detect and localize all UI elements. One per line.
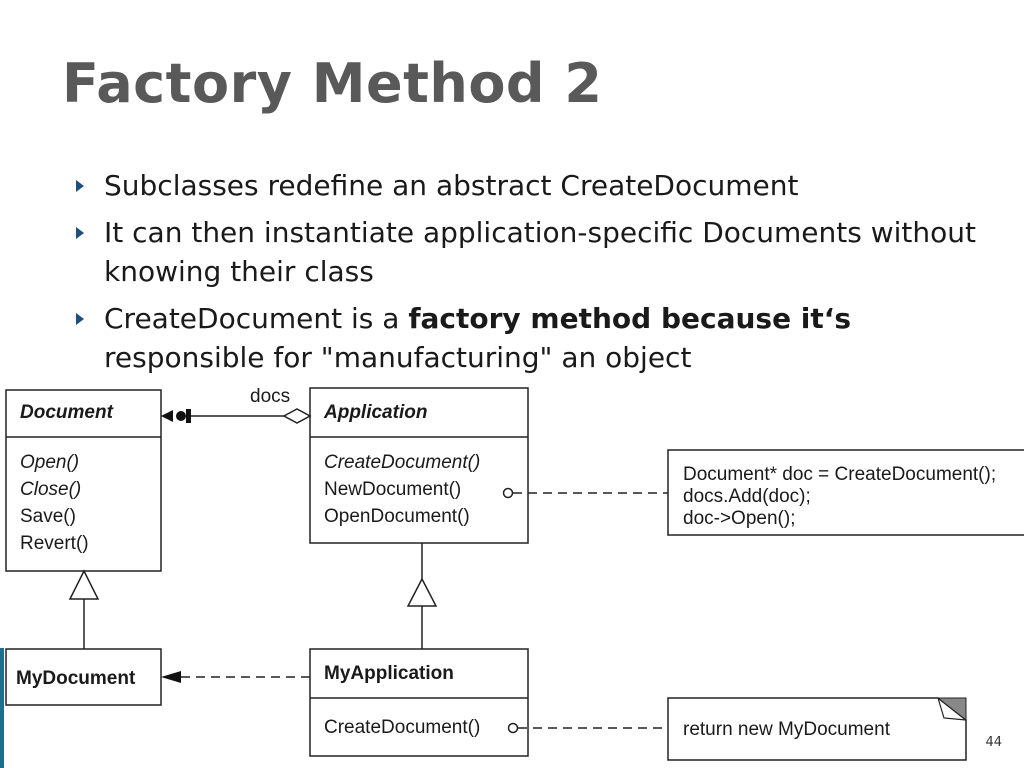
arrowhead-icon bbox=[161, 671, 181, 683]
note-anchor-icon bbox=[507, 722, 519, 734]
mydocument-class: MyDocument bbox=[5, 648, 162, 706]
association-label: docs bbox=[250, 386, 290, 407]
bullet-item: Subclasses redefine an abstract CreateDo… bbox=[74, 166, 1014, 205]
bullet-text-post: responsible for "manufacturing" an objec… bbox=[104, 341, 692, 374]
aggregation-diamond-icon bbox=[282, 408, 312, 424]
bullet-arrow-icon bbox=[76, 180, 84, 192]
note-anchor-icon bbox=[502, 487, 514, 499]
inheritance-triangle-icon bbox=[406, 577, 438, 607]
mydocument-class-name: MyDocument bbox=[16, 668, 136, 689]
bullet-item: CreateDocument is a factory method becau… bbox=[74, 299, 1014, 377]
new-document-note: Document* doc = CreateDocument(); docs.A… bbox=[502, 449, 1024, 536]
bullet-arrow-icon bbox=[76, 313, 84, 325]
bullet-list: Subclasses redefine an abstract CreateDo… bbox=[74, 166, 1014, 385]
bullet-text: Subclasses redefine an abstract CreateDo… bbox=[104, 169, 799, 202]
multiplicity-dot-icon bbox=[176, 411, 186, 421]
document-inheritance bbox=[68, 569, 100, 649]
application-inheritance bbox=[406, 543, 438, 649]
application-class-name: Application bbox=[323, 402, 427, 423]
page-number: 44 bbox=[985, 735, 1002, 750]
slide-title: Factory Method 2 bbox=[62, 52, 603, 115]
inheritance-triangle-icon bbox=[68, 569, 100, 600]
note-code-line: return new MyDocument bbox=[683, 719, 891, 740]
document-class-name: Document bbox=[20, 402, 114, 423]
application-method: CreateDocument() bbox=[324, 452, 480, 473]
document-method: Save() bbox=[20, 506, 76, 527]
uml-class-diagram: Document Open() Close() Save() Revert() … bbox=[5, 386, 1024, 761]
docs-aggregation: docs bbox=[161, 386, 312, 424]
bullet-arrow-icon bbox=[76, 227, 84, 239]
application-class: Application CreateDocument() NewDocument… bbox=[309, 387, 529, 544]
bullet-item: It can then instantiate application-spec… bbox=[74, 213, 1014, 291]
create-document-note: return new MyDocument bbox=[507, 697, 967, 761]
application-method: OpenDocument() bbox=[324, 506, 470, 527]
myapplication-class: MyApplication CreateDocument() bbox=[309, 648, 529, 757]
accent-bar bbox=[0, 648, 4, 768]
document-method: Revert() bbox=[20, 533, 89, 554]
application-method: NewDocument() bbox=[324, 479, 461, 500]
document-method: Open() bbox=[20, 452, 79, 473]
myapplication-class-name: MyApplication bbox=[324, 663, 454, 684]
myapplication-method: CreateDocument() bbox=[324, 717, 480, 738]
arrowhead-icon bbox=[161, 410, 173, 422]
bullet-text: It can then instantiate application-spec… bbox=[104, 216, 977, 288]
note-code-line: Document* doc = CreateDocument(); bbox=[683, 464, 996, 485]
note-fold-icon bbox=[936, 697, 967, 722]
document-class: Document Open() Close() Save() Revert() bbox=[5, 389, 162, 572]
creates-dependency bbox=[161, 671, 310, 683]
note-code-line: docs.Add(doc); bbox=[683, 486, 811, 507]
document-method: Close() bbox=[20, 479, 81, 500]
bullet-text-bold: factory method because it‘s bbox=[408, 302, 852, 335]
bullet-text-pre: CreateDocument is a bbox=[104, 302, 409, 335]
note-code-line: doc->Open(); bbox=[683, 508, 795, 529]
